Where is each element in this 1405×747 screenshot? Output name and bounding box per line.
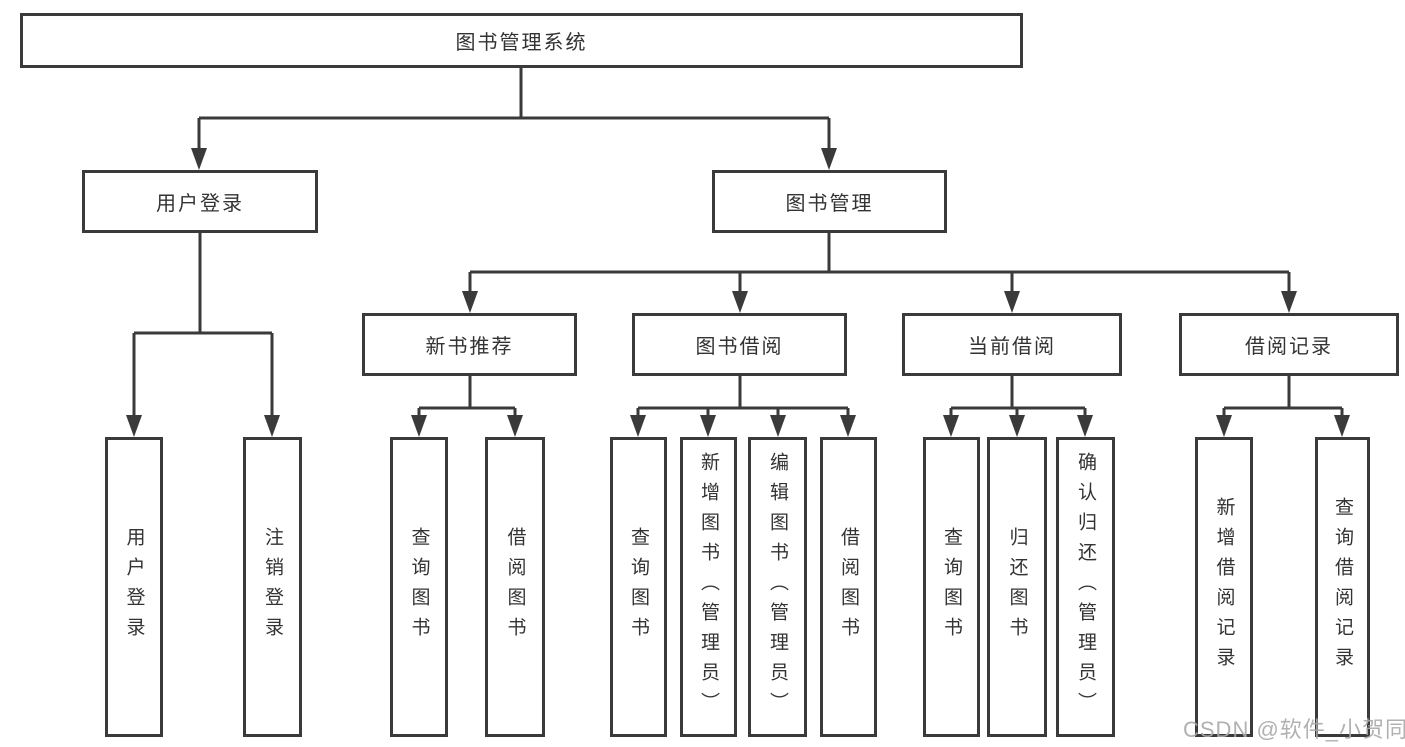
leaf-confirm-return-admin: 确认归还（管理员） <box>1056 437 1115 737</box>
node-root-label: 图书管理系统 <box>455 32 588 54</box>
arrow-down-icon <box>507 415 523 437</box>
node-current-borrowing-label: 当前借阅 <box>968 336 1056 358</box>
node-borrow-records: 借阅记录 <box>1179 313 1399 376</box>
leaf-add-borrow-record-label: 新增借阅记录 <box>1213 497 1235 677</box>
leaf-edit-books-admin-label: 编辑图书（管理员） <box>767 452 788 722</box>
connector-borrowrecord-to-children <box>1222 376 1344 417</box>
arrow-down-icon <box>821 148 837 170</box>
node-new-book-recommend: 新书推荐 <box>362 313 577 376</box>
connector-currentborrow-to-children <box>949 376 1087 417</box>
connector-newbookrec-to-children <box>417 376 517 417</box>
node-borrow-records-label: 借阅记录 <box>1245 336 1333 358</box>
arrow-down-icon <box>1281 291 1297 313</box>
node-book-management-label: 图书管理 <box>785 193 874 215</box>
arrow-down-icon <box>462 291 478 313</box>
arrow-down-icon <box>1216 415 1232 437</box>
leaf-add-books-admin-label: 新增图书（管理员） <box>698 452 719 722</box>
arrowheads <box>126 148 1350 437</box>
arrow-down-icon <box>700 415 716 437</box>
arrow-down-icon <box>943 415 959 437</box>
arrow-down-icon <box>411 415 427 437</box>
leaf-return-books-label: 归还图书 <box>1006 527 1028 647</box>
leaf-edit-books-admin: 编辑图书（管理员） <box>748 437 807 737</box>
leaf-add-borrow-record: 新增借阅记录 <box>1195 437 1253 737</box>
leaf-query-books-current: 查询图书 <box>923 437 980 737</box>
node-root: 图书管理系统 <box>20 13 1023 68</box>
arrow-down-icon <box>732 291 748 313</box>
leaf-logout: 注销登录 <box>243 437 302 737</box>
leaf-logout-label: 注销登录 <box>262 527 283 647</box>
connector-bookborrow-to-children <box>636 376 850 417</box>
connector-userlogin-to-children <box>132 233 274 417</box>
leaf-borrow-books-recommend: 借阅图书 <box>485 437 545 737</box>
leaf-query-books-current-label: 查询图书 <box>941 527 962 647</box>
watermark: CSDN @软件_小贺同学 <box>1183 717 1405 742</box>
leaf-query-borrow-record-label: 查询借阅记录 <box>1332 497 1353 677</box>
leaf-query-books-borrowing-label: 查询图书 <box>628 527 649 647</box>
leaf-query-books-recommend: 查询图书 <box>390 437 448 737</box>
node-user-login-label: 用户登录 <box>156 193 244 215</box>
leaf-borrow-books-borrowing: 借阅图书 <box>820 437 877 737</box>
arrow-down-icon <box>840 415 856 437</box>
leaf-query-books-borrowing: 查询图书 <box>610 437 667 737</box>
leaf-query-borrow-record: 查询借阅记录 <box>1315 437 1370 737</box>
leaf-user-login: 用户登录 <box>105 437 163 737</box>
arrow-down-icon <box>1077 415 1093 437</box>
node-new-book-recommend-label: 新书推荐 <box>425 336 514 358</box>
leaf-confirm-return-admin-label: 确认归还（管理员） <box>1075 452 1096 722</box>
node-current-borrowing: 当前借阅 <box>902 313 1122 376</box>
arrow-down-icon <box>126 415 142 437</box>
leaf-borrow-books-recommend-label: 借阅图书 <box>504 527 526 647</box>
arrow-down-icon <box>630 415 646 437</box>
connector-bookmgmt-to-level3 <box>468 233 1291 293</box>
connector-root-to-level2 <box>197 68 831 150</box>
arrow-down-icon <box>770 415 786 437</box>
leaf-borrow-books-borrowing-label: 借阅图书 <box>838 527 859 647</box>
leaf-add-books-admin: 新增图书（管理员） <box>680 437 737 737</box>
arrow-down-icon <box>1334 415 1350 437</box>
node-book-borrowing-label: 图书借阅 <box>695 336 784 358</box>
node-user-login: 用户登录 <box>82 170 318 233</box>
node-book-borrowing: 图书借阅 <box>632 313 847 376</box>
node-book-management: 图书管理 <box>712 170 947 233</box>
leaf-user-login-label: 用户登录 <box>123 527 145 647</box>
leaf-query-books-recommend-label: 查询图书 <box>408 527 430 647</box>
arrow-down-icon <box>1009 415 1025 437</box>
leaf-return-books: 归还图书 <box>987 437 1047 737</box>
arrow-down-icon <box>264 415 280 437</box>
arrow-down-icon <box>191 148 207 170</box>
arrow-down-icon <box>1004 291 1020 313</box>
